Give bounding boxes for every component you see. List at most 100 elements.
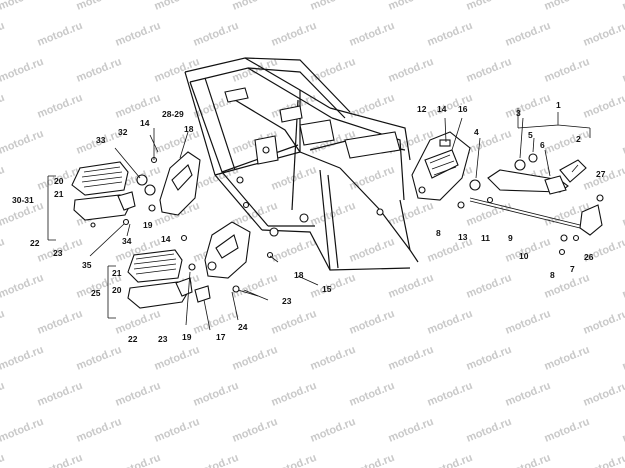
watermark-text: motod.ru <box>543 416 592 445</box>
watermark-text: motod.ru <box>387 200 436 229</box>
callout-label: 20 <box>112 285 122 295</box>
watermark-text: motod.ru <box>0 164 6 193</box>
right-footrest-bracket <box>411 131 471 201</box>
watermark-text: motod.ru <box>114 92 163 121</box>
watermark-text: motod.ru <box>231 344 280 373</box>
watermark-text: motod.ru <box>348 452 397 468</box>
callout-label: 5 <box>528 130 533 140</box>
watermark-text: motod.ru <box>192 380 241 409</box>
callout-label: 14 <box>161 234 171 244</box>
watermark-text: motod.ru <box>387 344 436 373</box>
callout-label: 18 <box>184 124 194 134</box>
watermark-text: motod.ru <box>0 236 6 265</box>
callout-label: 14 <box>437 104 447 114</box>
gear-lever-assembly <box>457 153 604 256</box>
watermark-text: motod.ru <box>36 380 85 409</box>
watermark-text: motod.ru <box>582 308 625 337</box>
watermark-text: motod.ru <box>582 20 625 49</box>
callout-label: 18 <box>294 270 304 280</box>
watermark-text: motod.ru <box>192 452 241 468</box>
watermark-text: motod.ru <box>621 272 625 301</box>
watermark-text: motod.ru <box>75 344 124 373</box>
callout-label: 12 <box>417 104 427 114</box>
watermark-text: motod.ru <box>504 452 553 468</box>
watermark-text: motod.ru <box>0 272 45 301</box>
watermark-text: motod.ru <box>504 92 553 121</box>
callout-label: 34 <box>122 236 132 246</box>
watermark-text: motod.ru <box>231 416 280 445</box>
watermark-text: motod.ru <box>621 128 625 157</box>
callout-label: 33 <box>96 135 106 145</box>
callout-label: 22 <box>30 238 40 248</box>
watermark-text: motod.ru <box>231 0 280 13</box>
watermark-text: motod.ru <box>0 308 6 337</box>
watermark-text: motod.ru <box>504 380 553 409</box>
callout-label: 1 <box>556 100 561 110</box>
watermark-text: motod.ru <box>270 452 319 468</box>
watermark-text: motod.ru <box>309 56 358 85</box>
watermark-text: motod.ru <box>192 20 241 49</box>
watermark-text: motod.ru <box>75 0 124 13</box>
callout-label: 6 <box>540 140 545 150</box>
callout-label: 24 <box>238 322 248 332</box>
watermark-text: motod.ru <box>543 344 592 373</box>
watermark-text: motod.ru <box>621 56 625 85</box>
watermark-text: motod.ru <box>465 200 514 229</box>
watermark-text: motod.ru <box>582 92 625 121</box>
callout-label: 21 <box>54 189 64 199</box>
callout-label: 22 <box>128 334 138 344</box>
watermark-text: motod.ru <box>0 0 45 13</box>
watermark-text: motod.ru <box>426 380 475 409</box>
watermark-text: motod.ru <box>348 236 397 265</box>
watermark-text: motod.ru <box>0 380 6 409</box>
callout-label: 23 <box>282 296 292 306</box>
left-rear-footrest-upper <box>71 151 201 228</box>
watermark-text: motod.ru <box>348 92 397 121</box>
watermark-text: motod.ru <box>348 380 397 409</box>
watermark-text: motod.ru <box>465 416 514 445</box>
callout-label: 7 <box>570 264 575 274</box>
callout-label: 4 <box>474 127 479 137</box>
watermark-text: motod.ru <box>36 308 85 337</box>
watermark-text: motod.ru <box>621 344 625 373</box>
watermark-text: motod.ru <box>0 92 6 121</box>
motorcycle-frame <box>184 57 419 271</box>
callout-label: 3 <box>516 108 521 118</box>
callout-label: 23 <box>53 248 63 258</box>
watermark-text: motod.ru <box>582 452 625 468</box>
callout-label: 11 <box>481 233 490 243</box>
watermark-text: motod.ru <box>36 92 85 121</box>
watermark-text: motod.ru <box>387 272 436 301</box>
watermark-text: motod.ru <box>0 416 45 445</box>
callout-label: 15 <box>322 284 332 294</box>
callout-label: 16 <box>458 104 468 114</box>
watermark-text: motod.ru <box>309 416 358 445</box>
watermark-text: motod.ru <box>0 56 45 85</box>
watermark-text: motod.ru <box>348 20 397 49</box>
callout-label: 17 <box>216 332 226 342</box>
callout-label: 9 <box>508 233 513 243</box>
callout-label: 19 <box>143 220 153 230</box>
watermark-text: motod.ru <box>153 128 202 157</box>
watermark-text: motod.ru <box>621 416 625 445</box>
callout-label: 21 <box>112 268 122 278</box>
watermark-text: motod.ru <box>0 344 45 373</box>
watermark-text: motod.ru <box>348 308 397 337</box>
leader-lines <box>47 108 591 331</box>
watermark-text: motod.ru <box>114 308 163 337</box>
watermark-text: motod.ru <box>114 452 163 468</box>
watermark-text: motod.ru <box>543 0 592 13</box>
watermark-text: motod.ru <box>387 0 436 13</box>
watermark-text: motod.ru <box>543 56 592 85</box>
callout-label: 20 <box>54 176 64 186</box>
callout-label: 8 <box>436 228 441 238</box>
callout-label: 13 <box>458 232 468 242</box>
watermark-text: motod.ru <box>465 272 514 301</box>
watermark-text: motod.ru <box>0 128 45 157</box>
callout-label: 30-31 <box>12 195 34 205</box>
callout-label: 35 <box>82 260 92 270</box>
callout-label: 27 <box>596 169 606 179</box>
